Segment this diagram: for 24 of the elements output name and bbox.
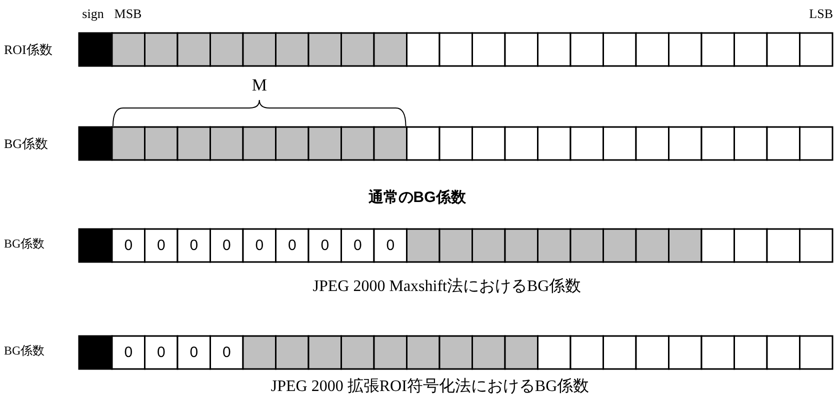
bit-value: 0 (124, 344, 133, 362)
bit-value: 0 (353, 238, 362, 254)
bit-value: 0 (255, 238, 264, 254)
row-label: BG係数 (4, 136, 48, 152)
caption: 通常のBG係数 (368, 190, 466, 206)
row-label: BG係数 (4, 344, 45, 358)
bit-value: 0 (156, 344, 166, 362)
sign-label: sign (82, 6, 104, 22)
lsb-label: LSB (809, 6, 833, 22)
row-label: BG係数 (4, 237, 45, 251)
bit-value: 0 (222, 344, 231, 362)
bit-value: 0 (288, 238, 296, 254)
bit-value: 0 (222, 238, 231, 254)
bit-value: 0 (386, 238, 395, 254)
bit-value: 0 (320, 238, 330, 254)
bit-value: 0 (190, 238, 198, 254)
caption: JPEG 2000 Maxshift法におけるBG係数 (312, 278, 582, 296)
bit-value: 0 (156, 238, 166, 254)
caption: JPEG 2000 拡張ROI符号化法におけるBG係数 (270, 378, 590, 396)
bit-value: 0 (124, 238, 133, 254)
row-label: ROI係数 (4, 42, 52, 58)
brace-label: M (252, 76, 267, 96)
bit-value: 0 (190, 344, 198, 362)
msb-label: MSB (114, 6, 142, 22)
